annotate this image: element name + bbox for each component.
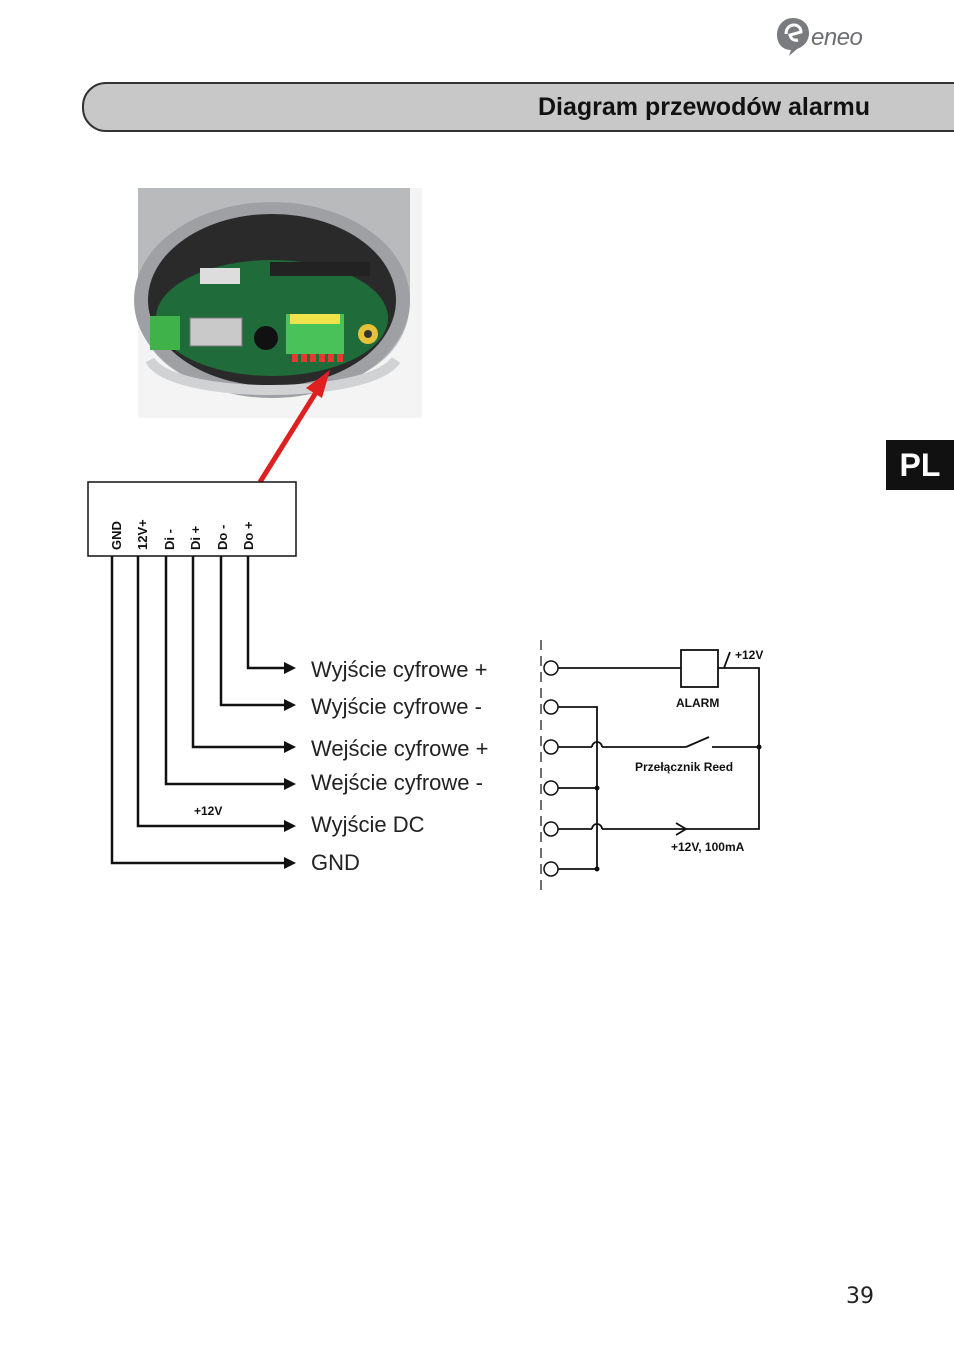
pin-label: Do + xyxy=(241,521,256,550)
wire-gnd xyxy=(110,556,288,865)
alarm-circuit xyxy=(540,640,762,892)
output-label-do-plus: Wyjście cyfrowe + xyxy=(311,657,488,682)
wire-do-plus xyxy=(246,556,288,670)
supply-label: +12V, 100mA xyxy=(671,840,745,854)
alarm-box xyxy=(680,649,719,688)
terminal-do-minus xyxy=(543,699,559,715)
wire-do-minus xyxy=(219,556,288,707)
output-label-gnd: GND xyxy=(311,850,360,875)
pin-label: Di - xyxy=(162,529,177,550)
terminal-gnd xyxy=(543,861,559,877)
reed-switch-label: Przełącznik Reed xyxy=(635,760,734,774)
pin-label: 12V+ xyxy=(135,519,150,550)
logo-text: eneo xyxy=(811,24,863,51)
red-arrow xyxy=(257,370,330,484)
arrow-head xyxy=(284,820,296,832)
output-label-di-plus: Wejście cyfrowe + xyxy=(311,736,489,761)
pin-label: Do - xyxy=(215,524,230,550)
language-tab: PL xyxy=(886,440,954,490)
page-title: Diagram przewodów alarmu xyxy=(537,93,870,121)
alarm-voltage-label: +12V xyxy=(735,648,764,662)
wire-12v xyxy=(136,556,288,828)
alarm-label: ALARM xyxy=(676,696,720,710)
terminal-di-minus xyxy=(543,780,559,796)
arrow-head xyxy=(284,741,296,753)
output-label-di-minus: Wejście cyfrowe - xyxy=(311,770,483,795)
arrow-head xyxy=(284,699,296,711)
output-label-dc: Wyjście DC xyxy=(311,812,425,837)
pin-label: Di + xyxy=(188,525,203,550)
arrow-head xyxy=(284,778,296,790)
terminal-do-plus xyxy=(543,660,559,676)
terminal-12v xyxy=(543,821,559,837)
output-label-do-minus: Wyjście cyfrowe - xyxy=(311,694,482,719)
eneo-logo-mark xyxy=(777,18,809,56)
eneo-logo: eneo xyxy=(775,16,885,58)
terminal-di-plus xyxy=(543,739,559,755)
page-number: 39 xyxy=(846,1284,874,1309)
dc-voltage-label: +12V xyxy=(194,804,223,818)
connector-box xyxy=(87,481,297,557)
arrow-head xyxy=(284,857,296,869)
camera-photo xyxy=(134,188,422,418)
wire-di-minus xyxy=(164,556,288,786)
wire-di-plus xyxy=(191,556,288,749)
section-header-bar xyxy=(82,82,954,132)
arrow-head xyxy=(284,662,296,674)
pin-label: GND xyxy=(109,521,124,550)
